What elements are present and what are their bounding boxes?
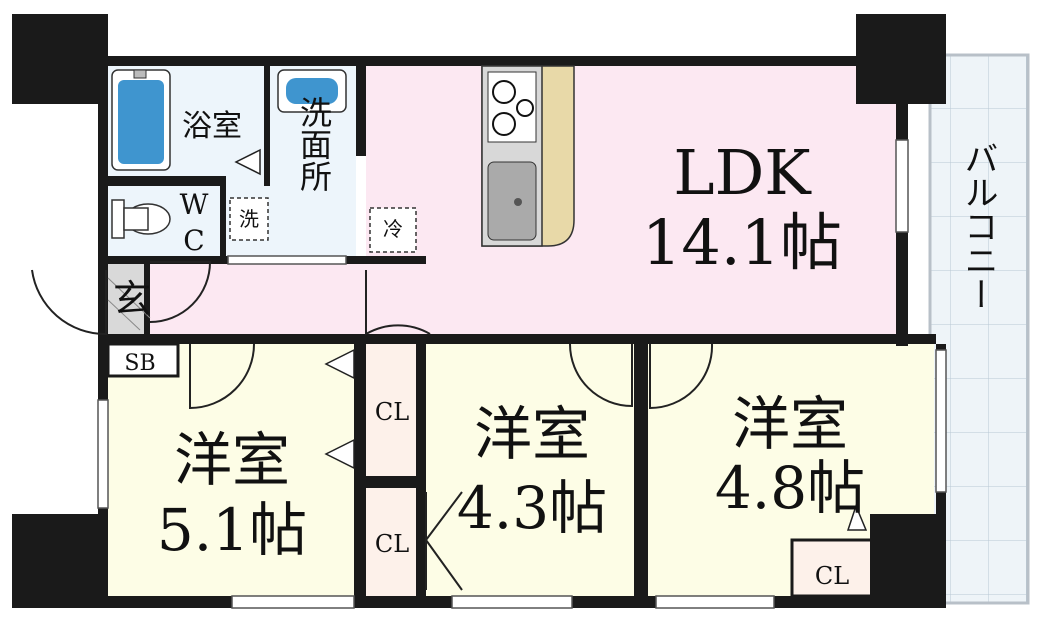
washroom-label: 洗面所	[295, 96, 333, 192]
entrance-floor	[107, 277, 151, 331]
bedroom-right-name: 洋室	[732, 390, 848, 458]
bedroom-mid-size: 4.3帖	[457, 474, 607, 542]
wc-label-line1: W	[180, 188, 209, 221]
washer-spot	[229, 197, 269, 241]
closet-lower-label: CL	[375, 530, 409, 558]
ldk-area	[366, 66, 896, 269]
shoebox-label: SB	[124, 351, 155, 376]
bedroom-left-name: 洋室	[174, 426, 290, 494]
washer-label: 洗	[239, 207, 259, 231]
closet-markers	[234, 148, 868, 531]
fridge-spot	[369, 207, 417, 253]
bedroom-left-size: 5.1帖	[157, 496, 307, 564]
hallway-area	[150, 262, 896, 334]
closet-right-label: CL	[815, 562, 849, 590]
wash-basin-icon	[277, 69, 347, 113]
bedroom-mid-name: 洋室	[474, 400, 590, 468]
wc-label-line2: C	[183, 224, 204, 257]
bathtub-icon	[111, 69, 171, 171]
closet-upper-label: CL	[375, 398, 409, 426]
kitchen-counter-icon	[481, 65, 575, 247]
bath-label: 浴室	[182, 109, 242, 144]
ldk-name-label: LDK	[673, 136, 812, 209]
entrance-label: 玄	[113, 277, 151, 321]
balcony	[928, 53, 1030, 605]
bedroom-mid-area	[426, 344, 634, 596]
fridge-label: 冷	[383, 217, 403, 241]
closet-upper-area	[366, 344, 416, 476]
door-swings	[31, 261, 714, 591]
ldk-size-label: 14.1帖	[642, 206, 842, 279]
shoebox-cabinet	[106, 342, 180, 378]
bedroom-left-area	[108, 344, 354, 596]
toilet-icon	[111, 199, 171, 239]
balcony-label: バルコニー	[958, 141, 998, 311]
windows	[97, 139, 947, 609]
bedroom-right-size: 4.8帖	[715, 454, 865, 522]
closet-lower-area	[366, 488, 416, 596]
